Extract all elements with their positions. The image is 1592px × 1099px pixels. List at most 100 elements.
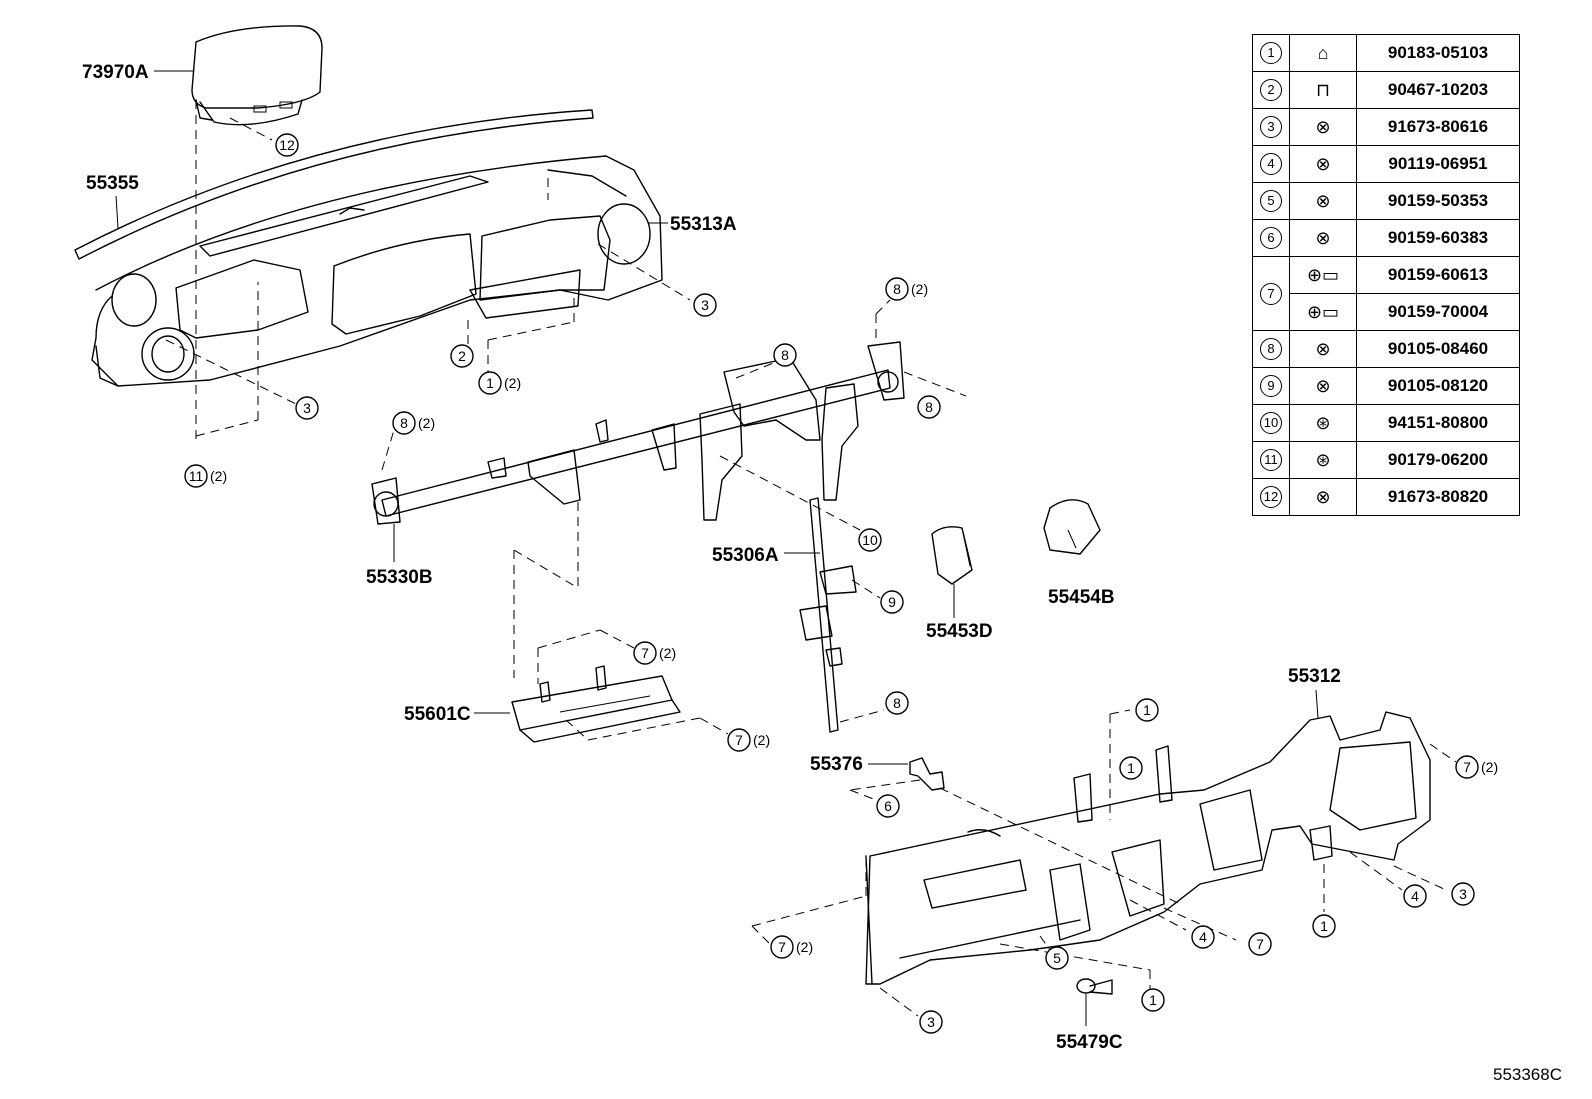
fastener-part-number: 91673-80820 bbox=[1356, 478, 1520, 516]
table-row: 6 ⊗ 90159-60383 bbox=[1252, 219, 1520, 257]
fastener-part-number: 90183-05103 bbox=[1356, 34, 1520, 72]
ref-number: 5 bbox=[1260, 190, 1282, 212]
svg-text:8: 8 bbox=[400, 415, 408, 431]
part-number-55479C: 55479C bbox=[1056, 1032, 1123, 1053]
svg-text:6: 6 bbox=[884, 798, 892, 814]
bracket-55376-drawing bbox=[909, 757, 945, 791]
svg-text:5: 5 bbox=[1053, 950, 1061, 966]
part-number-73970A: 73970A bbox=[82, 62, 149, 83]
ref-number: 11 bbox=[1260, 449, 1282, 471]
fastener-part-number: 90159-70004 bbox=[1356, 293, 1520, 331]
nut-icon: ⊛ bbox=[1315, 449, 1331, 470]
svg-text:7: 7 bbox=[1463, 759, 1471, 775]
ref-number: 10 bbox=[1260, 412, 1282, 434]
defroster-molding-drawing bbox=[74, 109, 594, 260]
svg-text:1: 1 bbox=[1320, 918, 1328, 934]
airbag-cover-drawing bbox=[191, 25, 323, 126]
svg-text:(2): (2) bbox=[659, 645, 676, 661]
part-number-55454B: 55454B bbox=[1048, 587, 1115, 608]
svg-text:7: 7 bbox=[1256, 936, 1264, 952]
fastener-part-number: 90119-06951 bbox=[1356, 145, 1520, 183]
svg-text:1: 1 bbox=[1149, 992, 1157, 1008]
ref-number: 2 bbox=[1260, 79, 1282, 101]
part-number-55601C: 55601C bbox=[404, 704, 471, 725]
svg-text:1: 1 bbox=[1143, 702, 1151, 718]
svg-text:3: 3 bbox=[701, 297, 709, 313]
svg-text:4: 4 bbox=[1199, 929, 1207, 945]
table-row: 10 ⊛ 94151-80800 bbox=[1252, 404, 1520, 442]
clip-55479C-drawing bbox=[1076, 978, 1113, 995]
ref-number: 7 bbox=[1260, 282, 1282, 305]
svg-text:7: 7 bbox=[641, 645, 649, 661]
bolt-icon: ⊗ bbox=[1315, 190, 1331, 211]
svg-text:9: 9 bbox=[888, 594, 896, 610]
svg-text:3: 3 bbox=[927, 1014, 935, 1030]
svg-text:2: 2 bbox=[458, 348, 466, 364]
fastener-part-number: 90159-60613 bbox=[1356, 256, 1520, 294]
instrument-panel-drawing bbox=[91, 155, 663, 387]
table-row: 4 ⊗ 90119-06951 bbox=[1252, 145, 1520, 183]
long-screw-icon: ⊕▭ bbox=[1306, 301, 1340, 322]
fastener-part-number: 90105-08120 bbox=[1356, 367, 1520, 405]
svg-text:12: 12 bbox=[279, 137, 295, 153]
table-row: 7 ⊕▭ 90159-60613 bbox=[1252, 256, 1520, 331]
callout-group: 12 3 3 2 1 (2) 11 (2) 8 (2) 8 (2) 8 8 10 bbox=[184, 133, 1498, 1034]
svg-text:(2): (2) bbox=[210, 468, 227, 484]
part-number-55313A: 55313A bbox=[670, 214, 737, 235]
svg-text:1: 1 bbox=[1127, 760, 1135, 776]
ref-number: 3 bbox=[1260, 116, 1282, 138]
screw-icon: ⊗ bbox=[1315, 116, 1331, 137]
table-row: 1 ⌂ 90183-05103 bbox=[1252, 34, 1520, 72]
fastener-part-number: 90105-08460 bbox=[1356, 330, 1520, 368]
svg-text:4: 4 bbox=[1411, 888, 1419, 904]
bolt-icon: ⊗ bbox=[1315, 227, 1331, 248]
svg-text:8: 8 bbox=[893, 695, 901, 711]
svg-text:3: 3 bbox=[1459, 886, 1467, 902]
fastener-part-number: 91673-80616 bbox=[1356, 108, 1520, 146]
svg-text:8: 8 bbox=[893, 281, 901, 297]
bolt-icon: ⊗ bbox=[1315, 153, 1331, 174]
svg-text:3: 3 bbox=[303, 400, 311, 416]
ref-number: 12 bbox=[1260, 486, 1282, 508]
svg-text:8: 8 bbox=[925, 399, 933, 415]
table-row: 5 ⊗ 90159-50353 bbox=[1252, 182, 1520, 220]
screw-icon: ⊗ bbox=[1315, 486, 1331, 507]
svg-text:(2): (2) bbox=[504, 375, 521, 391]
part-number-55312: 55312 bbox=[1288, 666, 1341, 687]
svg-text:(2): (2) bbox=[1481, 759, 1498, 775]
svg-text:8: 8 bbox=[781, 347, 789, 363]
long-screw-icon: ⊕▭ bbox=[1306, 264, 1340, 285]
ref-number: 9 bbox=[1260, 375, 1282, 397]
clip-icon: ⊓ bbox=[1315, 79, 1331, 100]
part-number-55306A: 55306A bbox=[712, 545, 779, 566]
lower-reinforcement-drawing bbox=[865, 711, 1431, 985]
table-row: 8 ⊗ 90105-08460 bbox=[1252, 330, 1520, 368]
instrument-panel-brace-drawing bbox=[799, 497, 857, 733]
duct-55453D-drawing bbox=[931, 526, 973, 585]
svg-text:10: 10 bbox=[862, 532, 878, 548]
fastener-part-number: 90467-10203 bbox=[1356, 71, 1520, 109]
table-row: 2 ⊓ 90467-10203 bbox=[1252, 71, 1520, 109]
table-row: ⊕▭ 90159-70004 bbox=[1253, 293, 1520, 331]
diagram-code: 553368C bbox=[1492, 1065, 1562, 1084]
ref-number: 8 bbox=[1260, 338, 1282, 360]
duct-55454B-drawing bbox=[1043, 499, 1101, 555]
ref-number: 6 bbox=[1260, 227, 1282, 249]
svg-text:(2): (2) bbox=[911, 281, 928, 297]
instrument-panel-reinforcement-drawing bbox=[371, 341, 905, 525]
bolt-icon: ⊗ bbox=[1315, 338, 1331, 359]
svg-text:(2): (2) bbox=[418, 415, 435, 431]
ref-number: 1 bbox=[1260, 42, 1282, 64]
bolt-icon: ⊗ bbox=[1315, 375, 1331, 396]
part-number-55376: 55376 bbox=[810, 754, 863, 775]
table-row: 11 ⊛ 90179-06200 bbox=[1252, 441, 1520, 479]
lower-panel-drawing bbox=[511, 665, 681, 743]
fastener-part-number: 90179-06200 bbox=[1356, 441, 1520, 479]
fastener-reference-table: 1 ⌂ 90183-05103 2 ⊓ 90467-10203 3 ⊗ 9167… bbox=[1252, 34, 1520, 516]
fastener-part-number: 94151-80800 bbox=[1356, 404, 1520, 442]
table-row: 9 ⊗ 90105-08120 bbox=[1252, 367, 1520, 405]
svg-text:7: 7 bbox=[778, 939, 786, 955]
nut-icon: ⊛ bbox=[1315, 412, 1331, 433]
svg-text:11: 11 bbox=[189, 468, 204, 484]
svg-text:(2): (2) bbox=[796, 939, 813, 955]
